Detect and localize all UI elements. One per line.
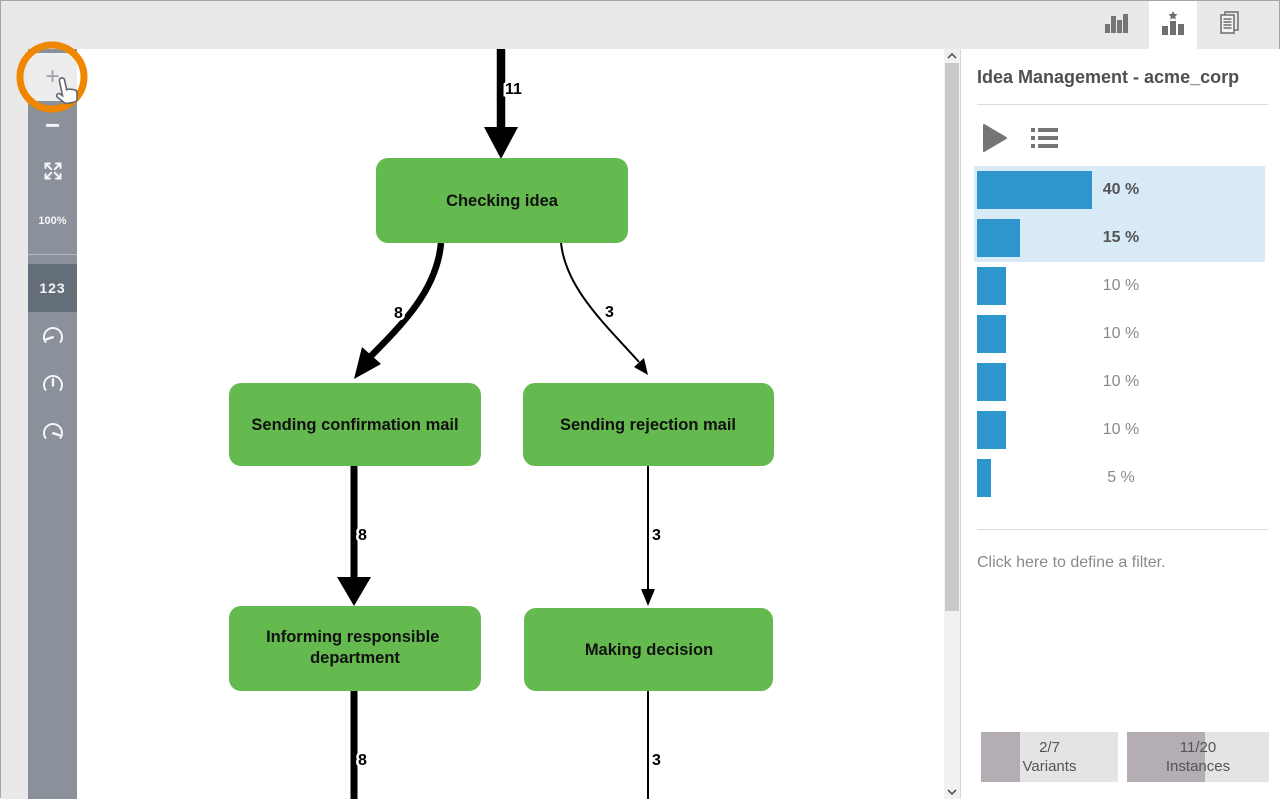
bar-chart-icon	[1104, 11, 1130, 39]
node-label: Checking idea	[446, 192, 559, 210]
canvas-scrollbar[interactable]	[944, 49, 960, 799]
edge-count-label: 3	[652, 752, 661, 769]
variant-percent: 15 %	[1102, 229, 1140, 246]
tab-variants[interactable]	[1149, 1, 1197, 49]
variant-bar	[977, 363, 1006, 401]
variant-bar	[977, 411, 1006, 449]
panel-divider	[977, 104, 1268, 105]
variant-row-3[interactable]: 10 %	[961, 262, 1280, 310]
edge-count-label: 8	[358, 752, 367, 769]
node-label-line: department	[310, 649, 400, 667]
edge-count-label: 11	[505, 81, 522, 98]
diagram-toolbar: + − 100% 123	[28, 49, 77, 799]
expand-arrows-icon	[44, 162, 62, 185]
minus-icon: −	[44, 109, 61, 140]
edge-count-label: 8	[358, 527, 367, 544]
tab-statistics[interactable]	[1093, 1, 1141, 49]
edge-start-checking-idea: 11	[484, 49, 525, 159]
edge-checking-rejection: 3	[560, 242, 648, 375]
node-informing-responsible-department[interactable]: Informing responsible department	[229, 606, 481, 691]
panel-divider	[977, 529, 1268, 530]
scrollbar-thumb[interactable]	[945, 63, 959, 611]
list-view-button[interactable]	[1031, 127, 1058, 149]
edge-count-label: 3	[652, 527, 661, 544]
play-button[interactable]	[983, 124, 1007, 152]
variant-row-5[interactable]: 10 %	[961, 358, 1280, 406]
edge-count-label: 3	[605, 304, 614, 321]
duration-high-button[interactable]	[28, 410, 77, 458]
node-sending-rejection-mail[interactable]: Sending rejection mail	[523, 383, 774, 466]
fit-to-screen-button[interactable]	[28, 149, 77, 197]
process-canvas[interactable]: 11 8 3 8 3	[77, 49, 944, 799]
instances-count-value: 11/20	[1179, 738, 1217, 756]
node-label: Making decision	[585, 641, 713, 659]
left-margin-strip	[1, 49, 28, 799]
scroll-up-arrow[interactable]	[944, 49, 960, 63]
toolbar-separator	[28, 254, 77, 255]
gauge-low-icon	[41, 327, 65, 349]
variant-row-1[interactable]: 40 %	[961, 166, 1280, 214]
svg-text:Informing responsible: Informing responsible department	[266, 628, 444, 667]
gauge-high-icon	[41, 423, 65, 445]
instances-count-fill	[1127, 732, 1206, 782]
node-label-line: Informing responsible	[266, 628, 439, 646]
duration-mid-button[interactable]	[28, 362, 77, 410]
edge-making-down: 3	[647, 691, 664, 799]
instances-count-label: Instances	[1165, 758, 1231, 775]
variant-bar	[977, 219, 1021, 257]
zoom-level-label: 100%	[38, 215, 67, 227]
absolute-numbers-button[interactable]: 123	[28, 264, 77, 312]
variant-percent: 10 %	[1102, 421, 1140, 438]
variants-count-value: 2/7	[1039, 738, 1060, 756]
variants-panel: Idea Management - acme_corp	[960, 49, 1280, 799]
define-filter-link[interactable]: Click here to define a filter.	[977, 554, 1166, 571]
edge-rejection-making: 3	[641, 466, 664, 606]
zoom-in-button[interactable]: +	[28, 53, 77, 101]
edge-confirmation-informing: 8	[337, 466, 371, 606]
variants-count-fill	[981, 732, 1021, 782]
node-sending-confirmation-mail[interactable]: Sending confirmation mail	[229, 383, 481, 466]
variant-bar	[977, 315, 1006, 353]
node-label: Sending confirmation mail	[251, 416, 458, 434]
variants-count-label: Variants	[1022, 758, 1077, 775]
edge-count-label: 8	[394, 305, 403, 322]
variant-percent: 10 %	[1102, 325, 1140, 342]
panel-title: Idea Management - acme_corp	[977, 67, 1240, 87]
variant-bar	[977, 267, 1006, 305]
node-making-decision[interactable]: Making decision	[524, 608, 773, 691]
node-checking-idea[interactable]: Checking idea	[376, 158, 628, 243]
variant-row-7[interactable]: 5 %	[961, 454, 1280, 502]
variant-percent: 40 %	[1102, 181, 1140, 198]
scroll-down-arrow[interactable]	[944, 785, 960, 799]
variant-row-6[interactable]: 10 %	[961, 406, 1280, 454]
top-bar	[1, 1, 1279, 49]
variant-bar	[977, 459, 992, 497]
plus-icon: +	[45, 63, 60, 90]
gauge-mid-icon	[41, 375, 65, 397]
edge-informing-down: 8	[350, 691, 370, 799]
variant-percent: 10 %	[1102, 277, 1140, 294]
edge-checking-confirmation: 8	[354, 242, 445, 379]
variant-bar	[977, 171, 1092, 209]
view-tabs	[1085, 1, 1253, 49]
instances-count-button[interactable]: 11/20 Instances	[1127, 732, 1269, 782]
variant-percent: 5 %	[1107, 469, 1135, 486]
variant-percent: 10 %	[1102, 373, 1140, 390]
node-label: Sending rejection mail	[560, 416, 736, 434]
document-icon	[1217, 10, 1241, 40]
variant-row-4[interactable]: 10 %	[961, 310, 1280, 358]
variants-count-button[interactable]: 2/7 Variants	[981, 732, 1118, 782]
podium-star-icon	[1160, 10, 1186, 40]
variant-row-2[interactable]: 15 %	[961, 214, 1280, 262]
zoom-out-button[interactable]: −	[28, 101, 77, 149]
duration-low-button[interactable]	[28, 314, 77, 362]
tab-log[interactable]	[1205, 1, 1253, 49]
